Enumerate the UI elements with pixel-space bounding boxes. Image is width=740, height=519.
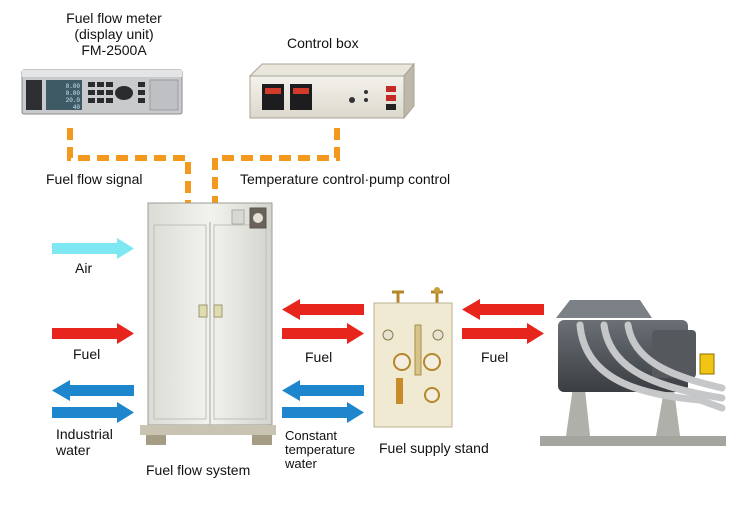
control-box-device [248,62,416,120]
constant-temp-water-out-arrow [282,380,364,401]
constant-temp-line-1: Constant [285,428,338,443]
signal-lines [67,128,340,205]
fuel-supply-stand-device [373,287,453,428]
meter-readout-1: 0.00 [66,83,81,90]
fuel-flow-system-label: Fuel flow system [146,462,251,478]
fuel-supply-stand-label: Fuel supply stand [379,440,489,456]
industrial-water-in-arrow [52,402,134,423]
air-label: Air [75,260,93,276]
constant-temperature-water-label: Constant temperature water [285,429,355,471]
engine-fuel-return-arrow [462,299,544,320]
industrial-water-line-1: Industrial [56,426,113,442]
air-arrow [52,238,134,259]
meter-readout-2: 0.00 [66,90,81,97]
fuel-flow-meter-model: FM-2500A [81,42,147,58]
fuel-label-middle: Fuel [305,349,333,365]
constant-temp-line-3: water [285,456,317,471]
flow-arrows [52,238,544,423]
temperature-pump-control-label: Temperature control·pump control [240,171,451,187]
meter-readout-3: 20.0 [66,97,81,104]
industrial-water-label: Industrial water [56,426,113,458]
constant-temp-water-in-arrow [282,402,364,423]
fuel-return-arrow [282,299,364,320]
engine-device [540,300,726,446]
fuel-flow-meter-label: Fuel flow meter (display unit) FM-2500A [54,10,174,58]
fuel-flow-signal-label: Fuel flow signal [46,171,143,187]
industrial-water-line-2: water [56,442,91,458]
fuel-flow-meter-subtitle: (display unit) [74,26,154,42]
fuel-flow-meter-device: 0.00 0.00 20.0 40 [21,69,183,115]
meter-readout-4: 40 [73,104,81,111]
fuel-flow-signal-line [67,128,191,205]
fuel-arrow-into-flow-system [52,323,134,344]
engine-fuel-supply-arrow [462,323,544,344]
control-box-label: Control box [287,35,359,51]
fuel-supply-arrow [282,323,364,344]
fuel-flow-meter-title: Fuel flow meter [66,10,162,26]
fuel-label-left: Fuel [73,346,101,362]
fuel-flow-system-cabinet [140,202,276,445]
industrial-water-out-arrow [52,380,134,401]
fuel-label-right: Fuel [481,349,509,365]
temperature-control-line [212,128,340,205]
constant-temp-line-2: temperature [285,442,356,457]
